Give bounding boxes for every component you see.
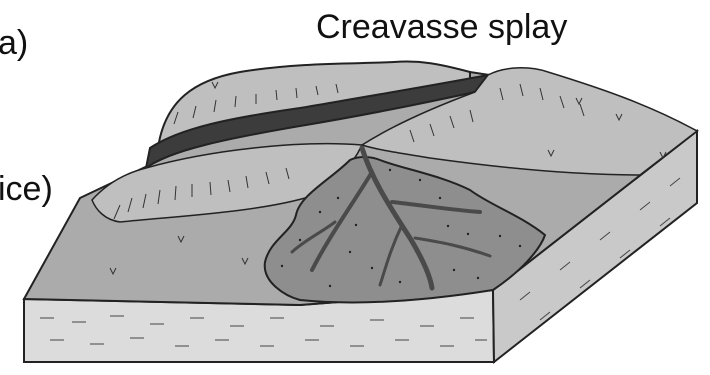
crevasse-splay-block-diagram <box>0 0 710 375</box>
